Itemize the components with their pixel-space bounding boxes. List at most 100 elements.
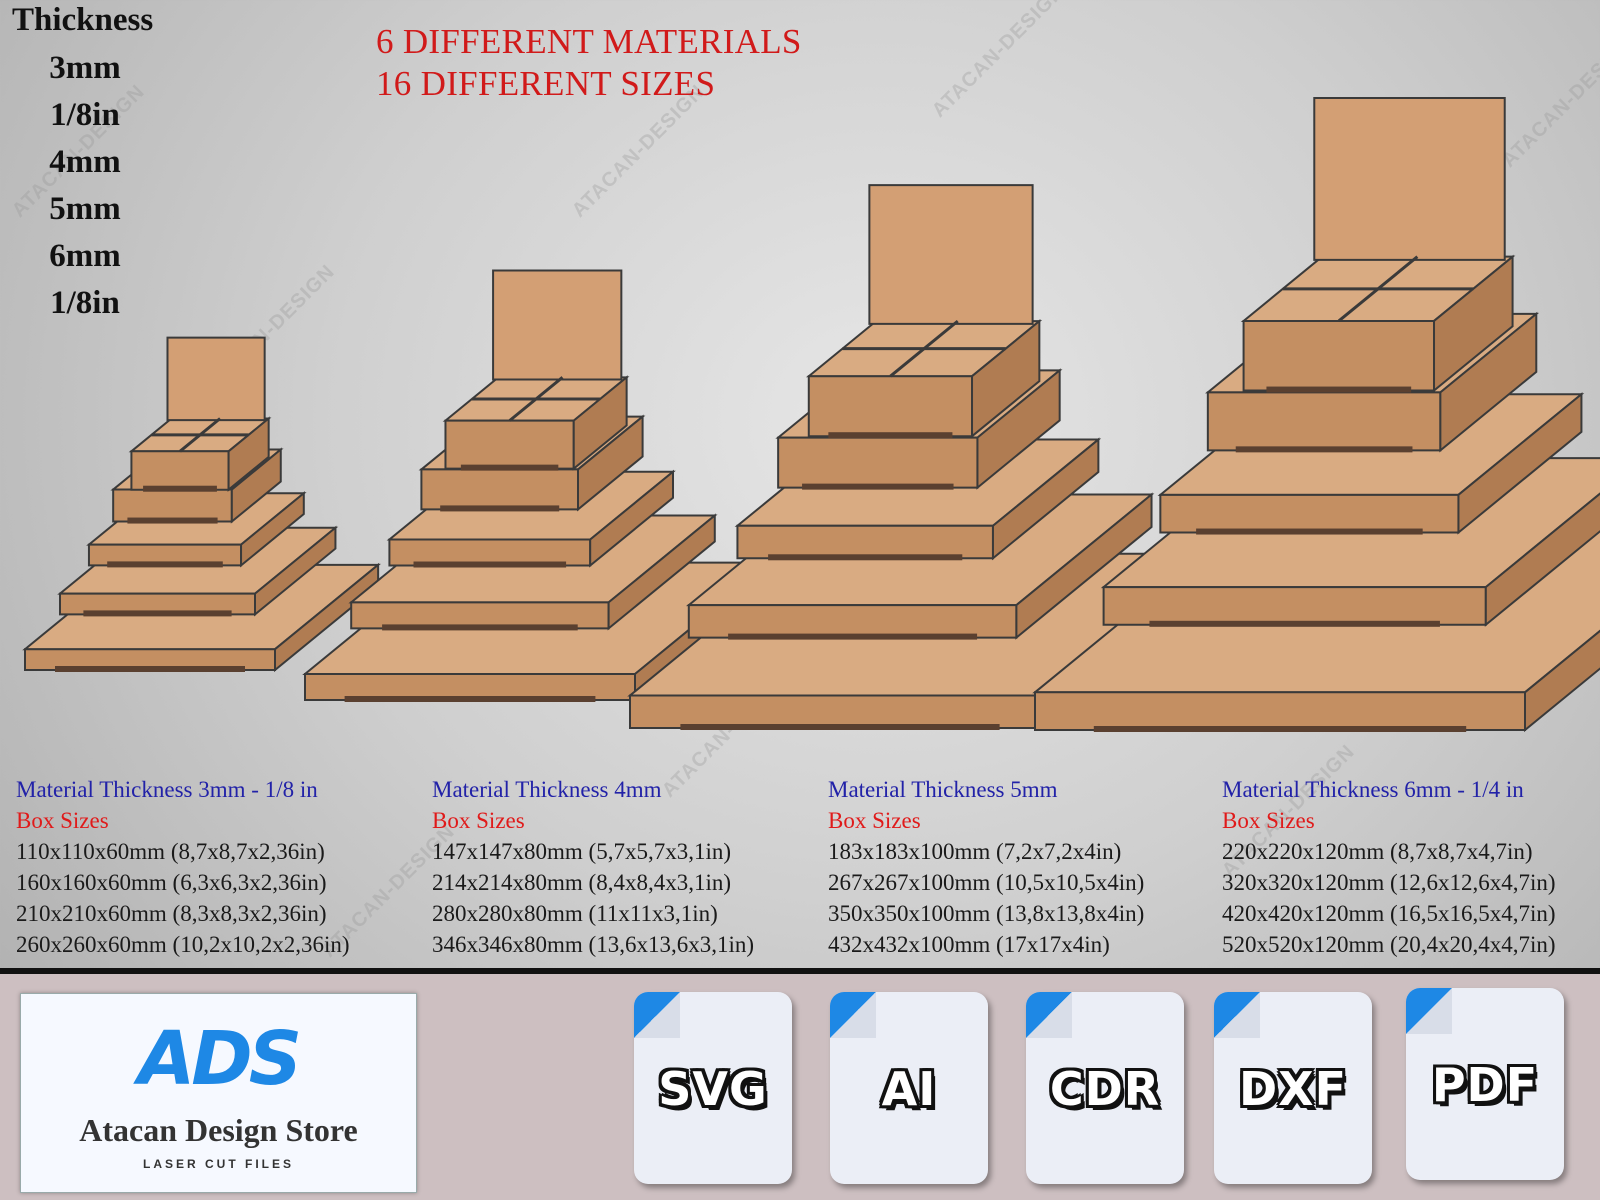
box-slot bbox=[1149, 620, 1440, 627]
thickness-item: 1/8in bbox=[50, 97, 120, 133]
box-front bbox=[112, 488, 233, 523]
format-label: SVG bbox=[658, 1062, 768, 1116]
box-sizes-label: Box Sizes bbox=[828, 808, 921, 833]
box-front bbox=[777, 436, 979, 489]
box-slot bbox=[460, 464, 559, 471]
box-slot bbox=[127, 517, 218, 524]
size-item: 160x160x60mm (6,3x6,3x2,36in) bbox=[16, 870, 327, 895]
box-side bbox=[991, 437, 1100, 561]
box-side bbox=[607, 513, 716, 631]
format-label: CDR bbox=[1049, 1062, 1161, 1116]
spec-column-5mm: Material Thickness 5mm Box Sizes 183x183… bbox=[828, 774, 1144, 960]
box-side bbox=[1015, 492, 1153, 640]
store-subtitle: LASER CUT FILES bbox=[142, 1157, 294, 1171]
box-front bbox=[736, 524, 994, 560]
box-side bbox=[1524, 629, 1600, 733]
ads-logo-icon: ADS bbox=[133, 1016, 303, 1102]
material-thickness-label: Material Thickness 6mm - 1/4 in bbox=[1222, 777, 1524, 802]
size-item: 110x110x60mm (8,7x8,7x2,36in) bbox=[16, 839, 325, 864]
thickness-item: 6mm bbox=[49, 238, 121, 274]
headline-sizes: 16 DIFFERENT SIZES bbox=[376, 64, 716, 103]
box-front bbox=[1242, 319, 1436, 392]
box-side bbox=[572, 375, 628, 471]
size-item: 520x520x120mm (20,4x20,4x4,7in) bbox=[1222, 932, 1556, 957]
material-thickness-label: Material Thickness 4mm bbox=[432, 777, 662, 802]
pyramid-6mm bbox=[1032, 97, 1600, 733]
size-item: 320x320x120mm (12,6x12,6x4,7in) bbox=[1222, 870, 1556, 895]
box-lid bbox=[166, 336, 266, 422]
size-item: 350x350x100mm (13,8x13,8x4in) bbox=[828, 901, 1145, 926]
store-logo-card: ADS Atacan Design Store LASER CUT FILES bbox=[20, 993, 417, 1193]
pdf-file-icon: PDF bbox=[1406, 988, 1564, 1180]
box-slot bbox=[1235, 446, 1413, 453]
size-item: 280x280x80mm (11x11x3,1in) bbox=[432, 901, 718, 926]
ai-file-icon: AI bbox=[830, 992, 988, 1184]
box-front bbox=[1034, 691, 1526, 731]
spec-column-4mm: Material Thickness 4mm Box Sizes 147x147… bbox=[432, 774, 754, 960]
size-item: 220x220x120mm (8,7x8,7x4,7in) bbox=[1222, 839, 1533, 864]
box-front bbox=[807, 375, 974, 438]
headline-materials: 6 DIFFERENT MATERIALS bbox=[376, 22, 802, 61]
box-pyramids-illustration bbox=[22, 97, 1600, 733]
box-front bbox=[1159, 493, 1460, 534]
spec-column-6mm: Material Thickness 6mm - 1/4 in Box Size… bbox=[1222, 774, 1556, 960]
size-item: 432x432x100mm (17x17x4in) bbox=[828, 932, 1110, 957]
box-front bbox=[444, 419, 575, 470]
format-label: DXF bbox=[1238, 1062, 1348, 1116]
store-name: Atacan Design Store bbox=[79, 1112, 358, 1148]
size-item: 147x147x80mm (5,7x5,7x3,1in) bbox=[432, 839, 731, 864]
thickness-title: Thickness bbox=[12, 2, 154, 38]
box-sizes-label: Box Sizes bbox=[432, 808, 525, 833]
box-lid bbox=[1313, 97, 1506, 261]
box-side bbox=[577, 414, 644, 512]
size-item: 214x214x80mm (8,4x8,4x3,1in) bbox=[432, 870, 731, 895]
size-item: 267x267x100mm (10,5x10,5x4in) bbox=[828, 870, 1145, 895]
box-lid bbox=[868, 184, 1034, 325]
thickness-item: 4mm bbox=[49, 144, 121, 180]
box-side bbox=[1457, 392, 1583, 535]
spec-column-3mm: Material Thickness 3mm - 1/8 in Box Size… bbox=[16, 774, 350, 960]
box-slot bbox=[344, 696, 596, 702]
box-slot bbox=[143, 485, 217, 492]
box-sizes-label: Box Sizes bbox=[1222, 808, 1315, 833]
box-slot bbox=[828, 432, 953, 439]
box-side bbox=[1484, 492, 1600, 627]
box-slot bbox=[768, 554, 963, 561]
logo-letters: ADS bbox=[133, 1016, 299, 1102]
box-front bbox=[130, 450, 230, 491]
box-side bbox=[227, 416, 270, 492]
box-side bbox=[254, 525, 337, 617]
box-slot bbox=[1093, 726, 1467, 732]
box-side bbox=[1439, 311, 1538, 453]
box-slot bbox=[55, 666, 245, 672]
size-item: 260x260x60mm (10,2x10,2x2,36in) bbox=[16, 932, 350, 957]
box-side bbox=[971, 319, 1041, 439]
box-front bbox=[1102, 586, 1487, 626]
size-item: 183x183x100mm (7,2x7,2x4in) bbox=[828, 839, 1122, 864]
format-label: AI bbox=[881, 1062, 937, 1116]
box-slot bbox=[107, 561, 223, 568]
box-slot bbox=[802, 483, 954, 490]
box-lid bbox=[492, 269, 623, 381]
box-front bbox=[1206, 391, 1442, 452]
box-side bbox=[589, 469, 675, 568]
box-slot bbox=[413, 561, 567, 568]
box-front bbox=[687, 604, 1018, 639]
box-slot bbox=[382, 624, 578, 631]
box-slot bbox=[1196, 528, 1423, 535]
box-slot bbox=[728, 633, 978, 640]
divider bbox=[0, 968, 1600, 974]
box-side bbox=[240, 491, 305, 568]
dxf-file-icon: DXF bbox=[1214, 992, 1372, 1184]
size-item: 420x420x120mm (16,5x16,5x4,7in) bbox=[1222, 901, 1556, 926]
box-side bbox=[976, 368, 1061, 490]
svg-file-icon: SVG bbox=[634, 992, 792, 1184]
thickness-item: 3mm bbox=[49, 50, 121, 86]
box-slot bbox=[680, 724, 1000, 730]
material-thickness-label: Material Thickness 5mm bbox=[828, 777, 1058, 802]
pyramid-3mm bbox=[22, 336, 381, 673]
box-side bbox=[1433, 254, 1514, 393]
thickness-item: 5mm bbox=[49, 191, 121, 227]
thickness-item: 1/8in bbox=[50, 285, 120, 321]
size-item: 346x346x80mm (13,6x13,6x3,1in) bbox=[432, 932, 754, 957]
